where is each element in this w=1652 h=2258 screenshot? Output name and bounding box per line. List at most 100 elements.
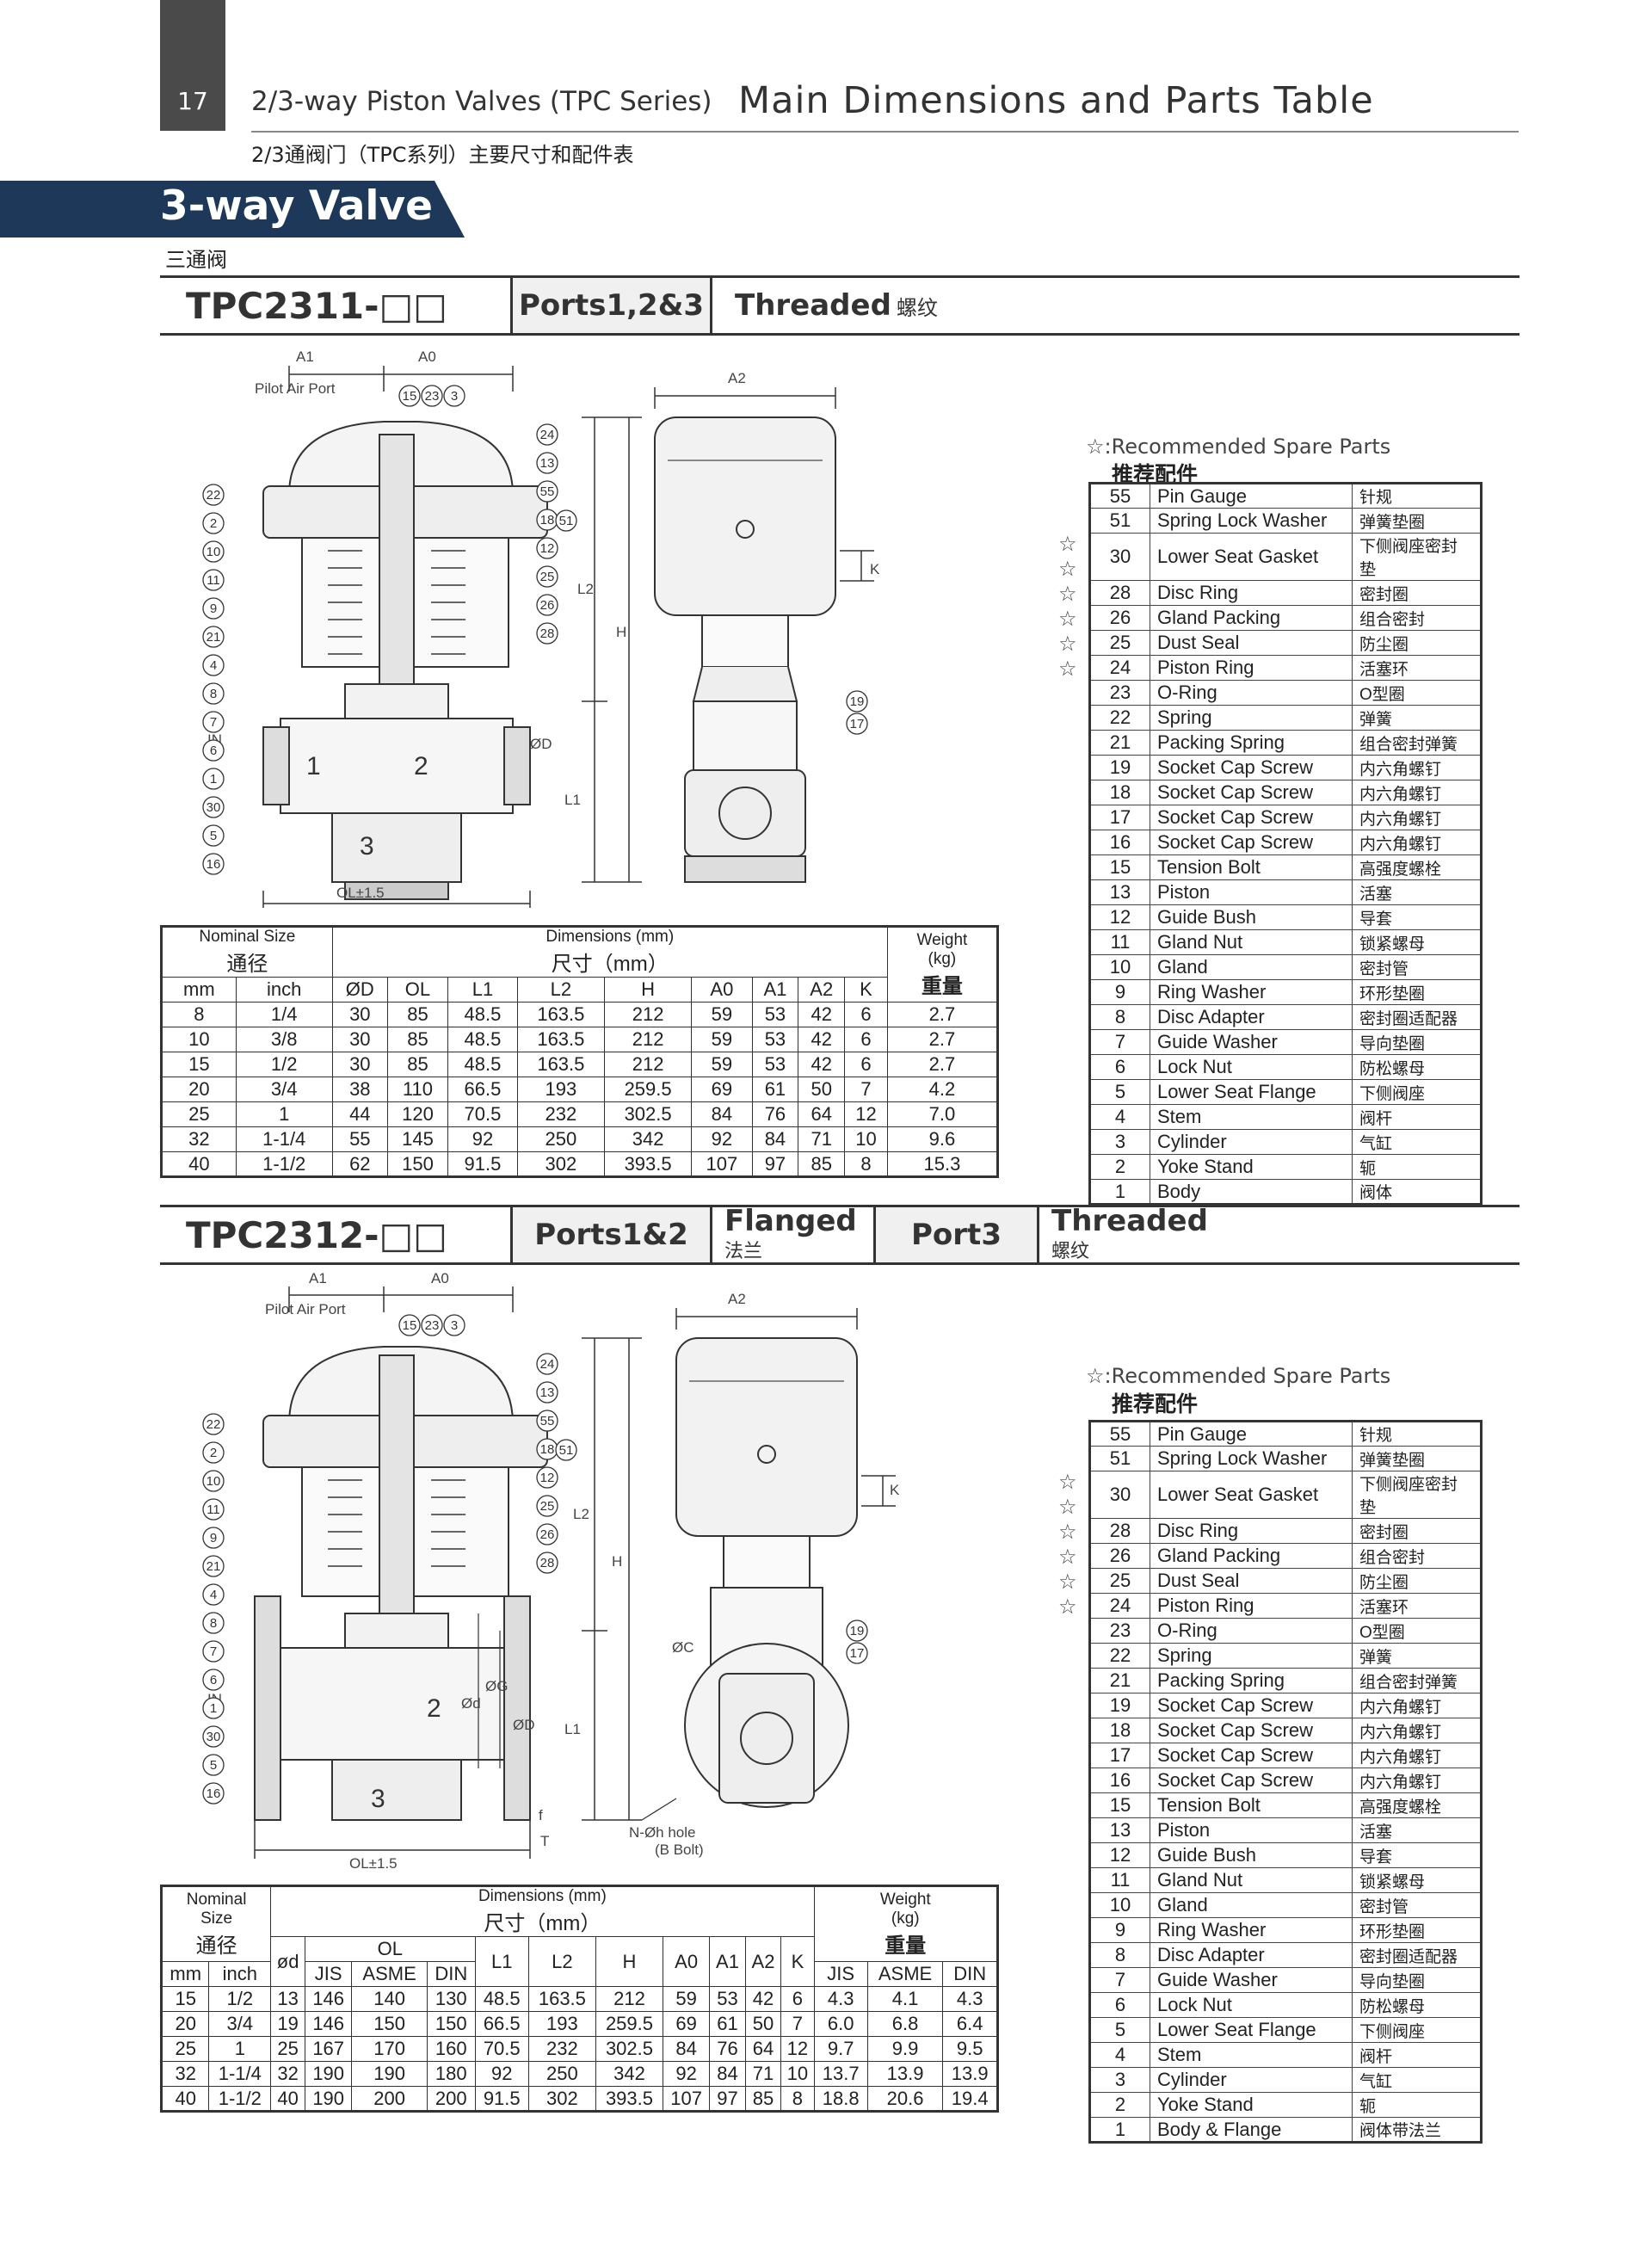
table-cell: 42 xyxy=(798,1027,846,1052)
part-name: Stem xyxy=(1150,2042,1353,2068)
callout-number: 1 xyxy=(210,1701,217,1716)
table-cell: 13.9 xyxy=(866,2061,944,2087)
table-cell: 42 xyxy=(744,1986,782,2012)
callout-circle xyxy=(202,597,225,620)
table-cell: 12 xyxy=(780,2036,815,2062)
table-cell: 8 xyxy=(780,2086,815,2112)
table-cell: 59 xyxy=(691,1052,753,1077)
table-cell: 302 xyxy=(516,1151,605,1177)
spare-star-icon xyxy=(1058,682,1077,706)
callout-number: 15 xyxy=(403,1318,417,1333)
part-name: Gland xyxy=(1150,954,1353,980)
part-name: Spring Lock Washer xyxy=(1150,1446,1353,1471)
part-name-cn: 内六角螺钉 xyxy=(1352,1693,1482,1718)
table-cell: 8 xyxy=(161,1002,237,1027)
dim-k: K xyxy=(890,1482,900,1498)
table-cell: 53 xyxy=(751,1027,799,1052)
dim-a2: A2 xyxy=(728,1291,746,1307)
part-name: Lock Nut xyxy=(1150,1054,1353,1080)
part-name: Spring Lock Washer xyxy=(1150,508,1353,534)
table-cell: 76 xyxy=(751,1101,799,1127)
part-number: 30 xyxy=(1089,1471,1150,1519)
part-name-cn: 活塞环 xyxy=(1352,1593,1482,1619)
table-cell: 193 xyxy=(516,1077,605,1102)
col-header: A0 xyxy=(663,1936,711,1987)
part-name-cn: 导向垫圈 xyxy=(1352,1029,1482,1055)
table-cell: 1/2 xyxy=(235,1052,333,1077)
table-cell: 61 xyxy=(709,2011,746,2037)
spare-star-icon xyxy=(1058,1669,1077,1694)
part-number: 55 xyxy=(1089,1421,1150,1447)
part-name: Socket Cap Screw xyxy=(1150,755,1353,780)
bolt-label: (B Bolt) xyxy=(655,1842,704,1858)
part-name: Dust Seal xyxy=(1150,630,1353,656)
table-cell: 4.3 xyxy=(813,1986,868,2012)
part-name: Spring xyxy=(1150,705,1353,731)
table-cell: 53 xyxy=(709,1986,746,2012)
callout-circle xyxy=(536,1353,558,1375)
sub-header: ASME xyxy=(866,1961,944,1987)
callout-circle xyxy=(202,1498,225,1521)
table-cell: 6 xyxy=(844,1052,888,1077)
part-name: Pin Gauge xyxy=(1150,483,1353,509)
callout-number: 19 xyxy=(850,694,865,709)
part-name: O-Ring xyxy=(1150,1618,1353,1644)
callout-circle xyxy=(202,1413,225,1435)
part-name-cn: 导套 xyxy=(1352,904,1482,930)
part-name: Stem xyxy=(1150,1104,1353,1130)
part-number: 28 xyxy=(1089,1518,1150,1544)
col-header: A1 xyxy=(709,1936,746,1987)
table-cell: 146 xyxy=(305,1986,353,2012)
part-name: Guide Washer xyxy=(1150,1029,1353,1055)
callout-circle xyxy=(202,1697,225,1719)
spare-star-icon xyxy=(1058,831,1077,856)
table-cell: 193 xyxy=(527,2011,596,2037)
part-name-cn: 环形垫圈 xyxy=(1352,979,1482,1005)
part-name-cn: 组合密封弹簧 xyxy=(1352,730,1482,756)
callout-number: 51 xyxy=(559,1443,574,1458)
table-cell: 32 xyxy=(160,2061,210,2087)
table-cell: 259.5 xyxy=(603,1077,693,1102)
dim-h: H xyxy=(616,624,626,640)
callout-number: 28 xyxy=(540,1556,555,1570)
port2-label: 2 xyxy=(427,1694,441,1723)
part-name: Body xyxy=(1150,1179,1353,1205)
header-rule xyxy=(251,131,1519,133)
part-number: 26 xyxy=(1089,605,1150,631)
callout-number: 16 xyxy=(206,1786,221,1801)
table-cell: 200 xyxy=(426,2086,476,2112)
callout-number: 12 xyxy=(540,541,555,556)
spare-legend-2: ☆:Recommended Spare Parts xyxy=(1086,1364,1391,1388)
col-header: inch xyxy=(208,1961,272,1987)
table-cell: 212 xyxy=(595,1986,664,2012)
table-cell: 40 xyxy=(270,2086,306,2112)
spare-star-icon xyxy=(1058,1056,1077,1081)
callout-circle xyxy=(536,480,558,503)
model2-port3: Port3 xyxy=(876,1207,1039,1262)
part-number: 3 xyxy=(1089,2067,1150,2093)
callout-circle xyxy=(846,1619,868,1642)
table-cell: 1 xyxy=(235,1101,333,1127)
model2-drawing: A1 A0 Pilot Air Port A2 OL±1.5 L1 L2 H K… xyxy=(202,1270,900,1872)
part-name: Dust Seal xyxy=(1150,1568,1353,1594)
part-name-cn: 高强度螺栓 xyxy=(1352,854,1482,880)
table-cell: 10 xyxy=(780,2061,815,2087)
part-name-cn: 活塞 xyxy=(1352,879,1482,905)
table-cell: 145 xyxy=(386,1126,449,1152)
callout-circle xyxy=(536,423,558,446)
part-number: 26 xyxy=(1089,1543,1150,1569)
dim-od: ØD xyxy=(513,1717,535,1733)
table-cell: 25 xyxy=(270,2036,306,2062)
spare-star-icon: ☆ xyxy=(1058,582,1077,606)
part-number: 6 xyxy=(1089,1054,1150,1080)
table-cell: 76 xyxy=(709,2036,746,2062)
